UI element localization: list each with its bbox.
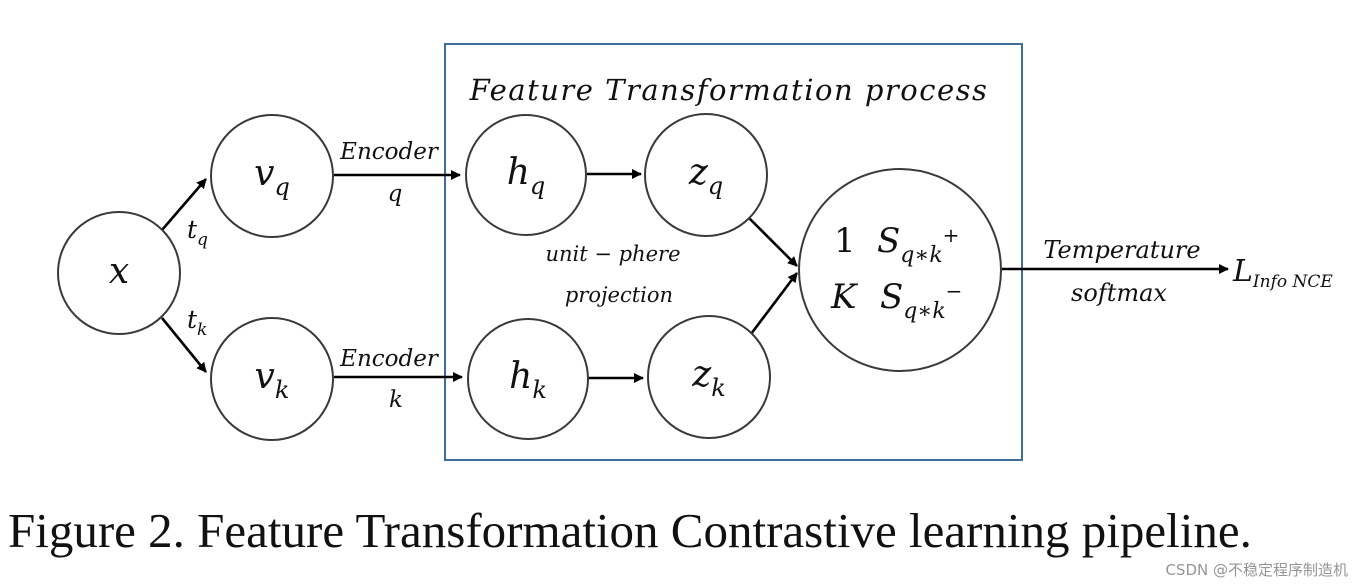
- node-vk-symbol: v: [255, 356, 275, 397]
- watermark: CSDN @不稳定程序制造机: [1165, 561, 1348, 579]
- similarity-negative-term: Sq∗k−: [880, 277, 962, 324]
- encoder-k-label: Encoder: [339, 346, 440, 372]
- loss-subscript: Info NCE: [1252, 272, 1333, 292]
- node-zk-subscript: k: [711, 374, 726, 402]
- node-similarity: [798, 168, 1002, 372]
- node-hq-label: hq: [507, 152, 546, 200]
- node-x-symbol: x: [109, 251, 129, 292]
- node-zq-symbol: z: [688, 152, 709, 193]
- node-hk: [467, 318, 589, 440]
- similarity-positive-symbol: S: [877, 221, 900, 261]
- node-hk-subscript: k: [532, 376, 547, 404]
- node-hq-subscript: q: [530, 172, 545, 200]
- node-vq-symbol: v: [254, 153, 274, 194]
- node-zq: [644, 113, 768, 237]
- node-x: [57, 211, 181, 335]
- node-vq-subscript: q: [274, 173, 289, 201]
- encoder-q-subscript-label: q: [388, 181, 403, 207]
- projection-label-line2: projection: [565, 283, 673, 307]
- edge-label-tk: tk: [187, 305, 207, 340]
- feature-transformation-box: [444, 43, 1023, 461]
- similarity-positive-index: 1: [834, 221, 856, 261]
- node-hq: [465, 114, 587, 236]
- similarity-positive-term: Sq∗k+: [877, 221, 959, 268]
- node-zk-symbol: z: [691, 354, 712, 395]
- edge-x-to-vq: [161, 178, 207, 231]
- edge-label-tq-symbol: t: [187, 215, 198, 244]
- similarity-positive-subscript: q∗k: [900, 243, 942, 268]
- node-x-label: x: [109, 251, 129, 292]
- similarity-negative-superscript: −: [946, 279, 963, 303]
- edge-label-tq: tq: [187, 215, 208, 250]
- edge-label-tq-subscript: q: [197, 230, 208, 250]
- node-vk-label: vk: [255, 356, 290, 404]
- similarity-negative-subscript: q∗k: [903, 299, 945, 324]
- node-vq-label: vq: [254, 153, 290, 201]
- similarity-positive-superscript: +: [943, 223, 960, 247]
- node-hk-symbol: h: [509, 356, 532, 397]
- node-vk: [210, 317, 334, 441]
- node-zk-label: zk: [691, 354, 726, 402]
- softmax-label: softmax: [1071, 279, 1167, 307]
- node-zq-subscript: q: [708, 172, 723, 200]
- node-vq: [210, 114, 334, 238]
- edge-label-tk-subscript: k: [197, 320, 207, 340]
- temperature-label: Temperature: [1043, 236, 1200, 264]
- similarity-negative-symbol: S: [880, 277, 903, 317]
- encoder-k-subscript-label: k: [389, 387, 403, 413]
- node-hk-label: hk: [509, 356, 547, 404]
- edge-zq-to-similarity: [748, 217, 798, 267]
- loss-output-label: LInfo NCE: [1232, 254, 1333, 292]
- node-zq-label: zq: [688, 152, 723, 200]
- loss-symbol: L: [1232, 254, 1253, 289]
- node-vk-subscript: k: [275, 376, 290, 404]
- similarity-negative-index: K: [830, 277, 859, 317]
- figure-caption: Figure 2. Feature Transformation Contras…: [8, 503, 1252, 558]
- encoder-q-label: Encoder: [339, 139, 440, 165]
- projection-label-line1: unit − phere: [545, 242, 680, 266]
- edge-label-tk-symbol: t: [187, 305, 198, 334]
- edge-zk-to-similarity: [749, 272, 799, 335]
- feature-transformation-title: Feature Transformation process: [469, 73, 989, 107]
- edge-x-to-vk: [160, 317, 208, 373]
- node-hq-symbol: h: [507, 152, 530, 193]
- node-zk: [647, 315, 771, 439]
